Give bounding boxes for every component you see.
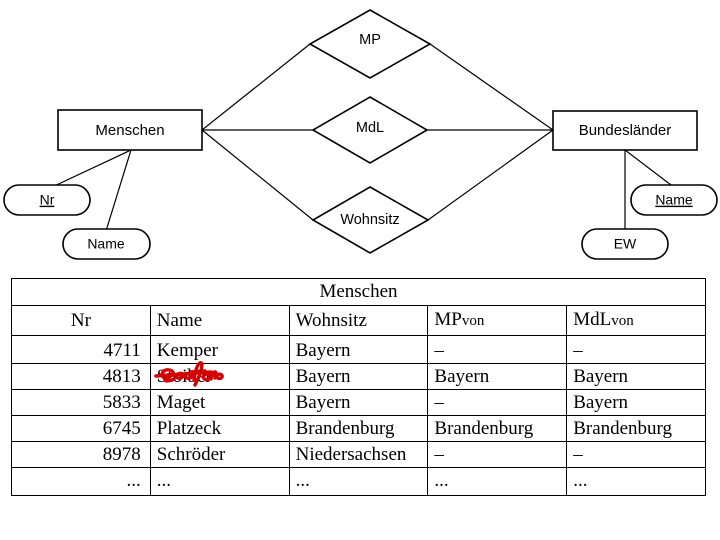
cell-name: Platzeck [149, 415, 290, 442]
entity-bundeslaender[interactable]: Bundesländer [552, 110, 698, 151]
cell-mpvon: ... [427, 467, 568, 496]
cell-mdlvon: – [566, 441, 706, 468]
cell-mdlvon: Bayern [566, 389, 706, 416]
cell-mdlvon: Brandenburg [566, 415, 706, 442]
cell-wohnsitz: ... [288, 467, 429, 496]
cell-mpvon: – [427, 441, 568, 468]
cell-nr: ... [11, 467, 151, 496]
cell-name-text: Stoiber [156, 366, 212, 387]
cell-mpvon: – [427, 335, 568, 364]
entity-menschen-label: Menschen [95, 122, 164, 139]
column-header-mpvon[interactable]: MPvon [427, 305, 568, 336]
cell-mpvon: Brandenburg [427, 415, 568, 442]
cell-wohnsitz: Niedersachsen [288, 441, 429, 468]
column-header-name[interactable]: Name [149, 305, 290, 336]
column-header-mdlvon[interactable]: MdLvon [566, 305, 706, 336]
attribute-bundeslaender-ew[interactable]: EW [581, 228, 669, 260]
cell-nr: 6745 [11, 415, 151, 442]
attribute-connector-menschen-nr [49, 149, 132, 189]
relationship-wohnsitz[interactable]: Wohnsitz [311, 186, 430, 254]
cell-mdlvon: – [566, 335, 706, 364]
attribute-menschen-name-label: Name [87, 236, 125, 252]
relationship-wohnsitz-label: Wohnsitz [340, 212, 399, 228]
relationship-connector-mp [201, 43, 554, 131]
cell-name: Kemper [149, 335, 290, 364]
cell-wohnsitz: Bayern [288, 363, 429, 390]
cell-mpvon: Bayern [427, 363, 568, 390]
table-row[interactable]: 5833 Maget Bayern – Bayern [11, 389, 706, 416]
column-header-mpvon-main: MP [434, 309, 462, 330]
column-header-mpvon-sub: von [461, 313, 485, 329]
entity-menschen[interactable]: Menschen [57, 109, 203, 151]
table-row[interactable]: 8978 Schröder Niedersachsen – – [11, 441, 706, 468]
cell-nr: 5833 [11, 389, 151, 416]
cell-mdlvon: ... [566, 467, 706, 496]
attribute-connector-bl-name [624, 149, 676, 189]
cell-mdlvon: Bayern [566, 363, 706, 390]
cell-mpvon: – [427, 389, 568, 416]
attribute-menschen-nr-label: Nr [40, 192, 55, 208]
attribute-menschen-nr[interactable]: Nr [3, 184, 91, 216]
relationship-connector-wohnsitz [201, 129, 554, 221]
table-row[interactable]: 6745 Platzeck Brandenburg Brandenburg Br… [11, 415, 706, 442]
cell-wohnsitz: Bayern [288, 389, 429, 416]
cell-name: Schröder [149, 441, 290, 468]
cell-nr: 8978 [11, 441, 151, 468]
relationship-mdl-label: MdL [356, 120, 384, 136]
cell-nr: 4711 [11, 335, 151, 364]
table-title-row: Menschen [11, 278, 706, 306]
attribute-bundeslaender-name-label: Name [655, 192, 693, 208]
column-header-wohnsitz[interactable]: Wohnsitz [288, 305, 429, 336]
er-diagram: MP MdL Wohnsitz Menschen Bundesländer Nr… [3, 9, 718, 260]
attribute-connector-menschen-name [105, 149, 132, 232]
column-header-mdlvon-main: MdL [573, 309, 612, 330]
cell-wohnsitz: Brandenburg [288, 415, 429, 442]
table-row[interactable]: ... ... ... ... ... [11, 467, 706, 496]
table-row[interactable]: 4711 Kemper Bayern – – [11, 335, 706, 364]
entity-bundeslaender-label: Bundesländer [579, 122, 672, 139]
column-header-mdlvon-sub: von [611, 313, 634, 329]
table-header-row: Nr Name Wohnsitz MPvon MdLvon [11, 305, 706, 336]
relation-table-container: Menschen Nr Name Wohnsitz MPvon MdLvon 4… [11, 278, 706, 496]
cell-name-annotated: Stoiber [149, 360, 290, 390]
attribute-bundeslaender-ew-label: EW [614, 236, 637, 252]
cell-name: Maget [149, 389, 290, 416]
table-row[interactable]: 4813 Stoiber [11, 360, 706, 390]
menschen-relation-table: Menschen Nr Name Wohnsitz MPvon MdLvon 4… [11, 278, 706, 496]
attribute-menschen-name[interactable]: Name [62, 228, 151, 260]
relationship-mdl[interactable]: MdL [311, 96, 429, 164]
cell-name: ... [149, 467, 290, 496]
relationship-mp[interactable]: MP [308, 9, 432, 79]
attribute-bundeslaender-name[interactable]: Name [630, 184, 718, 216]
column-header-nr[interactable]: Nr [11, 305, 151, 336]
cell-wohnsitz: Bayern [288, 335, 429, 364]
table-title: Menschen [11, 278, 706, 306]
cell-nr: 4813 [11, 363, 151, 390]
relationship-mp-label: MP [359, 32, 381, 48]
